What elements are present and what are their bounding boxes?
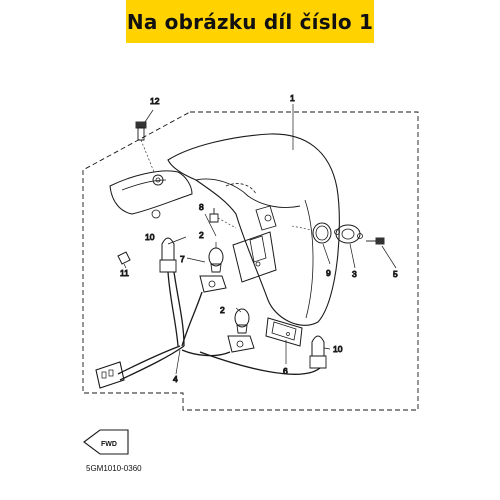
bulb-part-10-right (309, 335, 327, 369)
bulb-part-10-left (159, 237, 177, 273)
assembly-boundary (82, 111, 419, 411)
screw-part-8 (209, 208, 237, 229)
bulb-part-2-lower (234, 308, 250, 334)
socket-assembly-lower (227, 335, 255, 353)
callout-4: 4 (173, 374, 178, 384)
socket-assembly-upper (199, 275, 227, 293)
callout-12: 12 (150, 96, 160, 106)
figure-code: 5GM1010-0360 (86, 464, 142, 473)
title-text: Na obrázku díl číslo 1 (126, 9, 374, 34)
callout-11: 11 (120, 268, 129, 278)
tail-light-housing (109, 133, 340, 326)
callout-2-lower: 2 (220, 305, 225, 315)
fwd-label: FWD (101, 441, 117, 448)
harness-connector (95, 361, 125, 389)
fwd-arrow-icon: FWD (83, 429, 129, 455)
callout-9: 9 (326, 268, 331, 278)
lens-part-3 (334, 224, 363, 244)
socket-plate-part-7 (232, 205, 277, 283)
gasket-part-9 (312, 222, 332, 244)
bulb-part-2-upper (208, 247, 224, 273)
callout-6: 6 (283, 366, 288, 376)
title-banner: Na obrázku díl číslo 1 (126, 0, 374, 43)
callout-3: 3 (352, 269, 357, 279)
wire-harness-part-4 (117, 271, 321, 381)
callout-7: 7 (180, 254, 185, 264)
callout-8: 8 (199, 202, 204, 212)
leader-lines (123, 104, 397, 375)
callout-1: 1 (290, 93, 295, 103)
callout-2-upper: 2 (199, 230, 204, 240)
callout-5: 5 (393, 269, 398, 279)
screw-part-5 (366, 237, 385, 245)
callout-10-right: 10 (333, 344, 343, 354)
clip-part-11 (117, 251, 131, 265)
screw-part-12 (135, 121, 155, 173)
callout-10-left: 10 (145, 232, 155, 242)
reflector-part-6 (265, 317, 303, 347)
